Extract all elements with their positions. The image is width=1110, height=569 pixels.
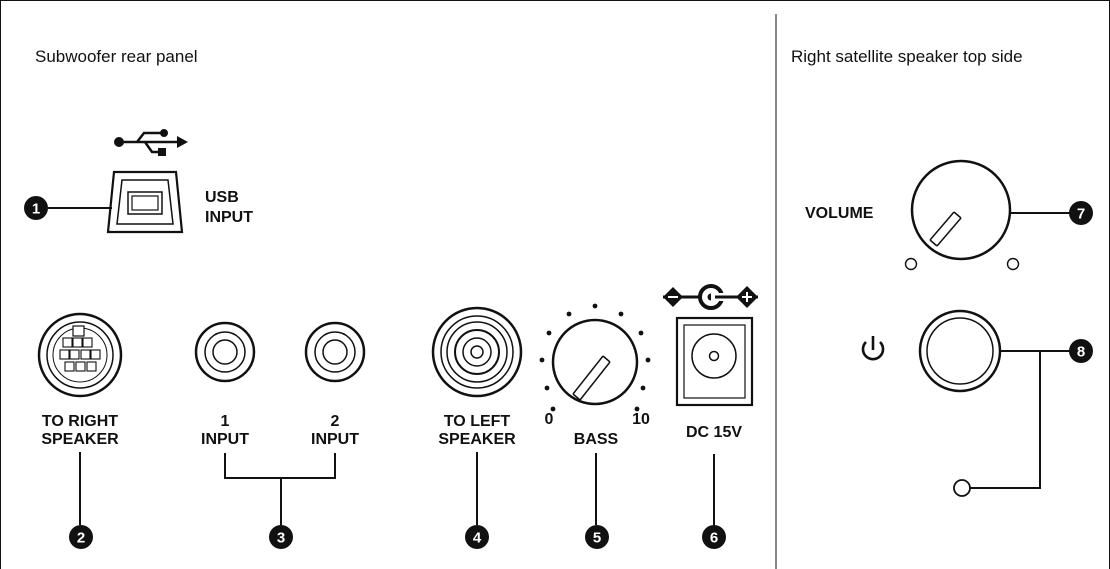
to-left-label-line2: SPEAKER bbox=[438, 431, 516, 448]
callout-number: 7 bbox=[1077, 206, 1085, 223]
usb-label-line1: USB bbox=[205, 189, 239, 206]
input1-number: 1 bbox=[221, 413, 230, 430]
bass-scale-dots bbox=[539, 303, 651, 412]
bass-label: BASS bbox=[574, 431, 619, 448]
callout-marker-4: 4 bbox=[465, 525, 489, 549]
usb-label-line2: INPUT bbox=[205, 209, 253, 226]
callout-marker-1: 1 bbox=[24, 196, 48, 220]
to-left-label-line1: TO LEFT bbox=[444, 413, 511, 430]
callout-number: 3 bbox=[277, 530, 285, 547]
usb-port bbox=[106, 170, 184, 234]
bass-knob bbox=[551, 318, 639, 406]
callout-marker-7: 7 bbox=[1069, 201, 1093, 225]
callout-number: 4 bbox=[473, 530, 482, 547]
volume-label: VOLUME bbox=[805, 205, 874, 222]
input-jack-2 bbox=[304, 321, 366, 383]
to-right-label-line1: TO RIGHT bbox=[42, 413, 118, 430]
speaker-jack bbox=[431, 306, 523, 398]
power-button bbox=[918, 309, 1002, 393]
callout-marker-6: 6 bbox=[702, 525, 726, 549]
bass-min-label: 0 bbox=[545, 411, 554, 428]
callout-number: 1 bbox=[32, 201, 40, 218]
dc-label: DC 15V bbox=[686, 424, 742, 441]
callout-number: 6 bbox=[710, 530, 718, 547]
dc-jack bbox=[675, 316, 754, 407]
right-panel-title: Right satellite speaker top side bbox=[791, 47, 1023, 66]
din-connector bbox=[37, 312, 123, 398]
callout-number: 5 bbox=[593, 530, 601, 547]
callout-number: 2 bbox=[77, 530, 85, 547]
power-indicator-led bbox=[953, 479, 971, 497]
volume-knob bbox=[904, 159, 1020, 271]
input2-label: INPUT bbox=[311, 431, 359, 448]
bass-max-label: 10 bbox=[632, 411, 650, 428]
input1-label: INPUT bbox=[201, 431, 249, 448]
callout-number: 8 bbox=[1077, 344, 1085, 361]
input-jack-1 bbox=[194, 321, 256, 383]
to-right-label-line2: SPEAKER bbox=[41, 431, 119, 448]
dc-polarity-icon bbox=[663, 284, 758, 310]
callout-8-lines bbox=[970, 350, 1080, 489]
input2-number: 2 bbox=[331, 413, 340, 430]
callout-marker-2: 2 bbox=[69, 525, 93, 549]
usb-symbol-icon bbox=[114, 129, 188, 156]
callout-marker-8: 8 bbox=[1069, 339, 1093, 363]
callout-3-bracket bbox=[224, 453, 336, 525]
left-panel-title: Subwoofer rear panel bbox=[35, 47, 198, 66]
callout-marker-5: 5 bbox=[585, 525, 609, 549]
callout-marker-3: 3 bbox=[269, 525, 293, 549]
power-icon bbox=[861, 336, 885, 361]
